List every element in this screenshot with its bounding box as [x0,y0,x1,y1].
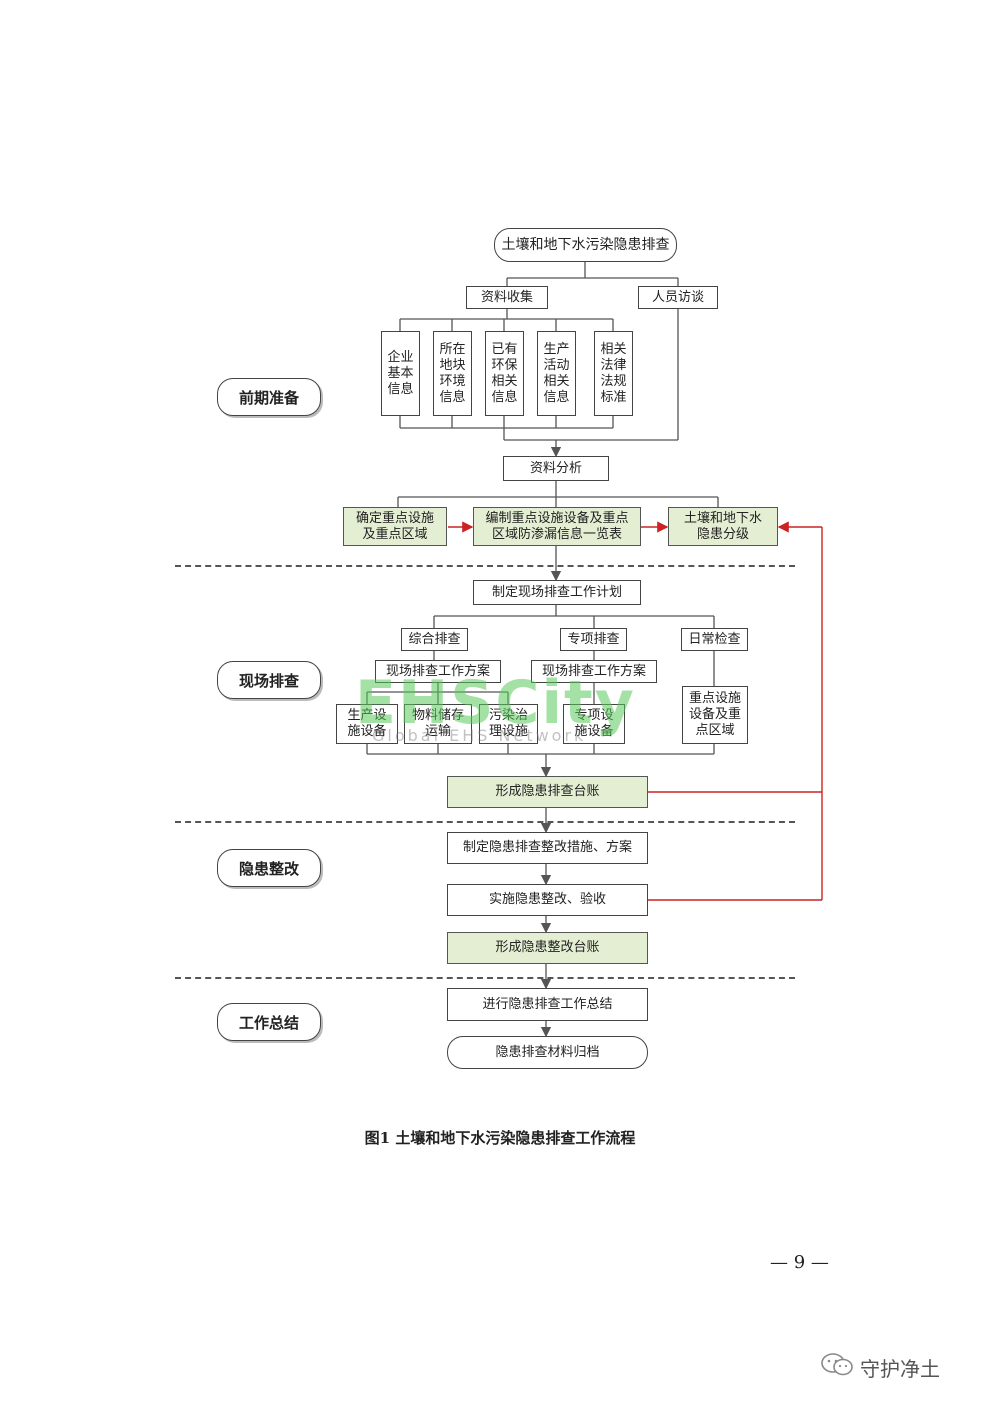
ledger-node: 形成隐患排查台账 [447,776,648,808]
collect-node: 资料收集 [466,286,548,309]
daily-node: 日常检查 [681,628,748,651]
info-node-site-environment: 所在 地块 环境 信息 [433,331,472,416]
archive-node: 隐患排查材料归档 [447,1036,648,1069]
rectify-plan-node: 制定隐患排查整改措施、方案 [447,832,648,864]
comprehensive-node: 综合排查 [401,628,468,651]
info-node-environmental: 已有 环保 相关 信息 [485,331,524,416]
start-node: 土壤和地下水污染隐患排查 [494,228,677,262]
watermark-tagline: Global EHS Network [372,726,587,745]
phase-onsite-inspection: 现场排查 [217,661,321,699]
analysis-node: 资料分析 [503,456,609,481]
sub-node-special-equipment: 专项设 施设备 [563,704,625,744]
special-node: 专项排查 [560,628,627,651]
grading-node: 土壤和地下水 隐患分级 [668,507,778,546]
key-area-node: 重点设施 设备及重 点区域 [682,686,748,744]
watermark-logo: EHSCity [355,668,636,738]
info-node-enterprise: 企业 基本 信息 [381,331,420,416]
interview-node: 人员访谈 [638,286,718,309]
leak-list-node: 编制重点设施设备及重点 区域防渗漏信息一览表 [473,507,641,546]
implement-node: 实施隐患整改、验收 [447,884,648,916]
section-divider [175,565,795,567]
key-facility-node: 确定重点设施 及重点区域 [343,507,447,546]
plan-node: 制定现场排查工作计划 [473,580,641,605]
sub-node-treatment: 污染治 理设施 [479,704,538,744]
info-node-regulations: 相关 法律 法规 标准 [594,331,633,416]
summary-node: 进行隐患排查工作总结 [447,988,648,1021]
scheme-node-special: 现场排查工作方案 [531,660,657,683]
phase-preparation: 前期准备 [217,378,321,416]
phase-summary: 工作总结 [217,1003,321,1041]
info-node-production: 生产 活动 相关 信息 [537,331,576,416]
page-number: — 9 — [770,1252,829,1273]
rectify-ledger-node: 形成隐患整改台账 [447,932,648,964]
sub-node-storage: 物料储存 运输 [404,704,472,744]
figure-caption: 图1 土壤和地下水污染隐患排查工作流程 [364,1129,636,1147]
section-divider [175,977,795,979]
brand-name: 守护净土 [860,1357,940,1381]
scheme-node-comprehensive: 现场排查工作方案 [375,660,501,683]
section-divider [175,821,795,823]
wechat-icon [820,1352,854,1383]
phase-rectification: 隐患整改 [217,849,321,887]
brand-mark: 守护净土 [820,1352,940,1383]
sub-node-production: 生产设 施设备 [336,704,398,744]
